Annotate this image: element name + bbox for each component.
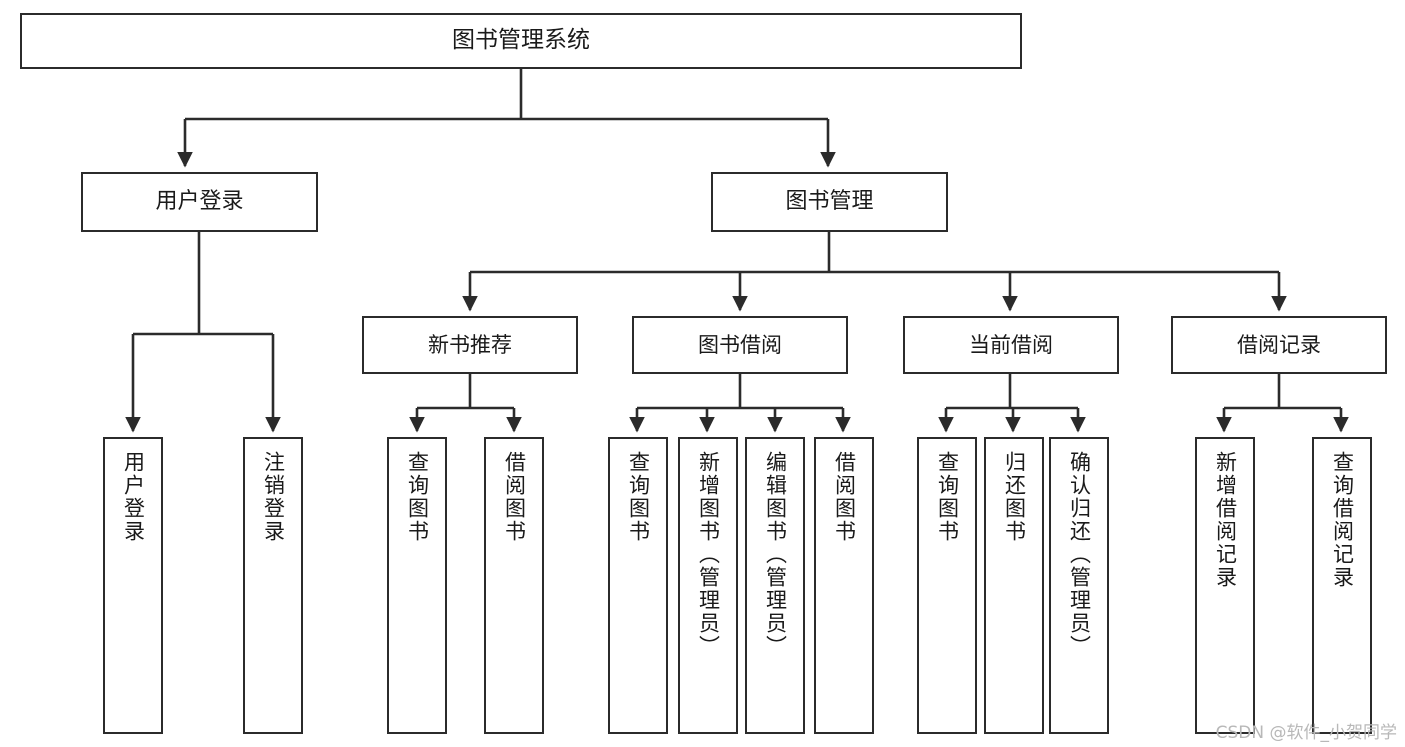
node-label: 确认归还（管理员） — [1067, 451, 1092, 658]
leaf-query-book-recommend[interactable]: 查询图书 — [387, 437, 447, 734]
node-label: 借阅图书 — [832, 451, 857, 543]
node-book-management[interactable]: 图书管理 — [711, 172, 948, 232]
leaf-add-book-admin[interactable]: 新增图书（管理员） — [678, 437, 738, 734]
node-label: 新增图书（管理员） — [696, 451, 721, 658]
leaf-user-login[interactable]: 用户登录 — [103, 437, 163, 734]
leaf-query-book-current[interactable]: 查询图书 — [917, 437, 977, 734]
leaf-return-book[interactable]: 归还图书 — [984, 437, 1044, 734]
node-label: 注销登录 — [261, 451, 286, 543]
node-current-borrow[interactable]: 当前借阅 — [903, 316, 1119, 374]
node-label: 图书借阅 — [698, 332, 782, 357]
node-label: 当前借阅 — [969, 332, 1053, 357]
node-label: 查询图书 — [626, 451, 651, 543]
leaf-add-borrow-record[interactable]: 新增借阅记录 — [1195, 437, 1255, 734]
node-label: 查询图书 — [405, 451, 430, 543]
node-label: 归还图书 — [1002, 451, 1027, 543]
node-label: 编辑图书（管理员） — [763, 451, 788, 658]
leaf-borrow-book-recommend[interactable]: 借阅图书 — [484, 437, 544, 734]
node-new-book-recommend[interactable]: 新书推荐 — [362, 316, 578, 374]
node-label: 新书推荐 — [428, 332, 512, 357]
node-label: 用户登录 — [121, 451, 146, 543]
leaf-confirm-return-admin[interactable]: 确认归还（管理员） — [1049, 437, 1109, 734]
node-root-book-management-system[interactable]: 图书管理系统 — [20, 13, 1022, 69]
leaf-query-book-borrow[interactable]: 查询图书 — [608, 437, 668, 734]
node-label: 借阅图书 — [502, 451, 527, 543]
leaf-logout[interactable]: 注销登录 — [243, 437, 303, 734]
leaf-edit-book-admin[interactable]: 编辑图书（管理员） — [745, 437, 805, 734]
node-label: 用户登录 — [155, 189, 244, 215]
node-label: 查询借阅记录 — [1330, 451, 1355, 589]
node-book-borrow[interactable]: 图书借阅 — [632, 316, 848, 374]
node-label: 查询图书 — [935, 451, 960, 543]
node-label: 借阅记录 — [1237, 332, 1321, 357]
node-borrow-record[interactable]: 借阅记录 — [1171, 316, 1387, 374]
node-label: 新增借阅记录 — [1213, 451, 1238, 589]
node-user-login[interactable]: 用户登录 — [81, 172, 318, 232]
leaf-borrow-book[interactable]: 借阅图书 — [814, 437, 874, 734]
leaf-query-borrow-record[interactable]: 查询借阅记录 — [1312, 437, 1372, 734]
node-label: 图书管理系统 — [452, 27, 590, 54]
node-label: 图书管理 — [785, 189, 874, 215]
